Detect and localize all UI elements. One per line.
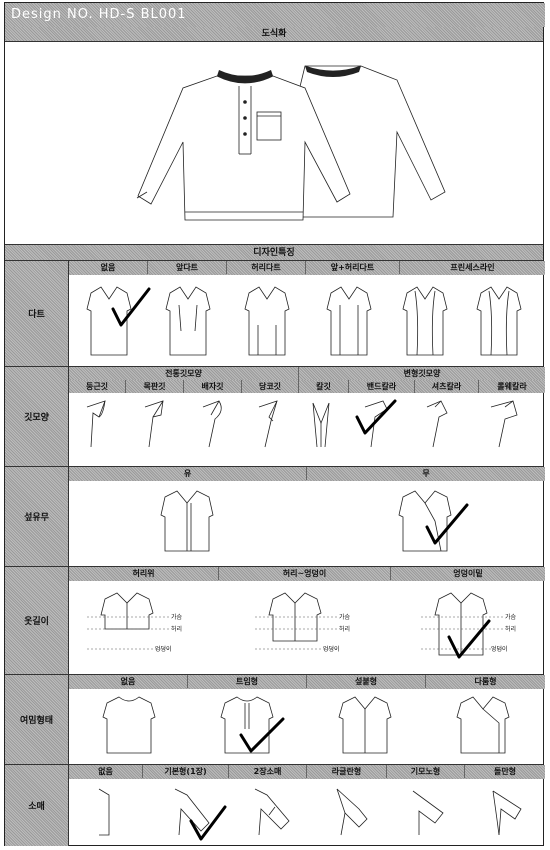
length-line-chest-2: 가슴 xyxy=(339,614,351,621)
sleeve-option-2: 2장소매 xyxy=(229,765,307,778)
closure-sketches xyxy=(102,696,510,754)
dart-option-1: 앞다트 xyxy=(148,261,227,274)
length-option-0: 허리위 xyxy=(69,567,219,580)
length-line-waist-1: 허리 xyxy=(171,626,183,633)
collar-option-3: 당코깃 xyxy=(242,380,299,393)
sleeve-option-4: 기모노형 xyxy=(387,765,465,778)
sleeve-option-1: 기본형(1장) xyxy=(143,765,229,778)
closure-option-0: 없음 xyxy=(69,675,188,688)
collar-row: 깃모양 전통깃모양 변형깃모양 둥근깃 목판깃 배자깃 당코깃 칼깃 밴드칼라 … xyxy=(5,367,545,467)
drawing-title: 도식화 xyxy=(261,29,287,39)
dart-option-4: 프린세스라인 xyxy=(450,263,495,272)
length-line-hip-3: 엉덩이 xyxy=(491,646,508,653)
dart-row: 다트 없음 앞다트 허리다트 앞+허리다트 프린세스라인 xyxy=(5,261,545,367)
collar-option-2: 배자깃 xyxy=(184,380,242,393)
technical-drawing-area xyxy=(5,42,543,245)
dart-row-label: 다트 xyxy=(5,261,69,366)
seam-selected-check xyxy=(425,503,469,545)
collar-option-5: 밴드칼라 xyxy=(349,380,415,393)
length-line-chest-1: 가슴 xyxy=(171,614,183,621)
dart-sketches xyxy=(86,286,522,356)
collar-options-header: 둥근깃 목판깃 배자깃 당코깃 칼깃 밴드칼라 셔츠칼라 롤웨칼라 xyxy=(69,380,545,393)
dart-option-3: 앞+허리다트 xyxy=(306,261,400,274)
length-option-1: 허리~엉덩이 xyxy=(219,567,391,580)
length-row-label: 옷길이 xyxy=(5,567,69,674)
dart-options-header: 없음 앞다트 허리다트 앞+허리다트 프린세스라인 xyxy=(69,261,545,275)
collar-row-label: 깃모양 xyxy=(5,367,69,466)
collar-option-7: 롤웨칼라 xyxy=(497,382,527,391)
collar-option-6: 셔츠칼라 xyxy=(415,380,479,393)
collar-group-modified: 변형깃모양 xyxy=(403,369,441,378)
seam-row-label: 섶유무 xyxy=(5,467,69,566)
dart-option-2: 허리다트 xyxy=(227,261,306,274)
sleeve-option-3: 라글란형 xyxy=(307,765,387,778)
sleeve-selected-check xyxy=(189,805,227,841)
closure-row: 여밈형태 없음 트임형 섶붙형 다룸형 xyxy=(5,675,545,765)
design-sheet: Design NO. HD-S BL001 도식화 xyxy=(4,2,545,847)
collar-option-0: 둥근깃 xyxy=(69,380,126,393)
drawing-section-header: 도식화 xyxy=(5,27,543,42)
sleeve-row: 소매 없음 기본형(1장) 2장소매 라글란형 기모노형 돌만형 xyxy=(5,765,545,847)
closure-option-1: 트임형 xyxy=(188,675,307,688)
closure-selected-check xyxy=(239,717,285,753)
shirt-flat-sketch xyxy=(136,65,446,221)
length-row: 옷길이 허리위 허리~엉덩이 엉덩이밑 가슴 허리 엉덩이 xyxy=(5,567,545,675)
length-line-hip-1: 엉덩이 xyxy=(155,646,172,653)
sleeve-option-5: 돌만형 xyxy=(493,767,517,776)
length-sketches xyxy=(87,592,503,659)
dart-selected-check xyxy=(111,287,151,327)
length-options-header: 허리위 허리~엉덩이 엉덩이밑 xyxy=(69,567,545,581)
design-features-title: 디자인특징 xyxy=(253,248,295,258)
length-line-chest-3: 가슴 xyxy=(505,614,517,621)
sleeve-option-0: 없음 xyxy=(69,765,143,778)
closure-option-3: 다룸형 xyxy=(474,677,497,686)
seam-option-0: 유 xyxy=(69,467,307,480)
sleeve-options-header: 없음 기본형(1장) 2장소매 라글란형 기모노형 돌만형 xyxy=(69,765,545,779)
sleeve-row-label: 소매 xyxy=(5,765,69,846)
seam-row: 섶유무 유 무 xyxy=(5,467,545,567)
design-number-title: Design NO. HD-S BL001 xyxy=(5,3,545,27)
length-selected-check xyxy=(447,619,491,659)
collar-option-1: 목판깃 xyxy=(126,380,184,393)
seam-sketches xyxy=(160,490,469,552)
closure-option-2: 섶붙형 xyxy=(307,675,426,688)
collar-group-traditional: 전통깃모양 xyxy=(69,367,299,380)
sleeve-sketches xyxy=(98,788,522,841)
dart-option-0: 없음 xyxy=(69,261,148,274)
collar-option-4: 칼깃 xyxy=(299,380,349,393)
closure-options-header: 없음 트임형 섶붙형 다룸형 xyxy=(69,675,545,689)
closure-row-label: 여밈형태 xyxy=(5,675,69,764)
design-features-header: 디자인특징 xyxy=(5,245,543,261)
length-line-waist-3: 허리 xyxy=(505,626,517,633)
length-line-waist-2: 허리 xyxy=(339,626,351,633)
length-option-2: 엉덩이밑 xyxy=(453,569,483,578)
seam-options-header: 유 무 xyxy=(69,467,545,481)
collar-group-header: 전통깃모양 변형깃모양 xyxy=(69,367,545,380)
collar-selected-check xyxy=(355,399,397,435)
seam-option-1: 무 xyxy=(422,469,430,478)
collar-sketches xyxy=(86,399,518,448)
length-line-hip-2: 엉덩이 xyxy=(323,646,340,653)
